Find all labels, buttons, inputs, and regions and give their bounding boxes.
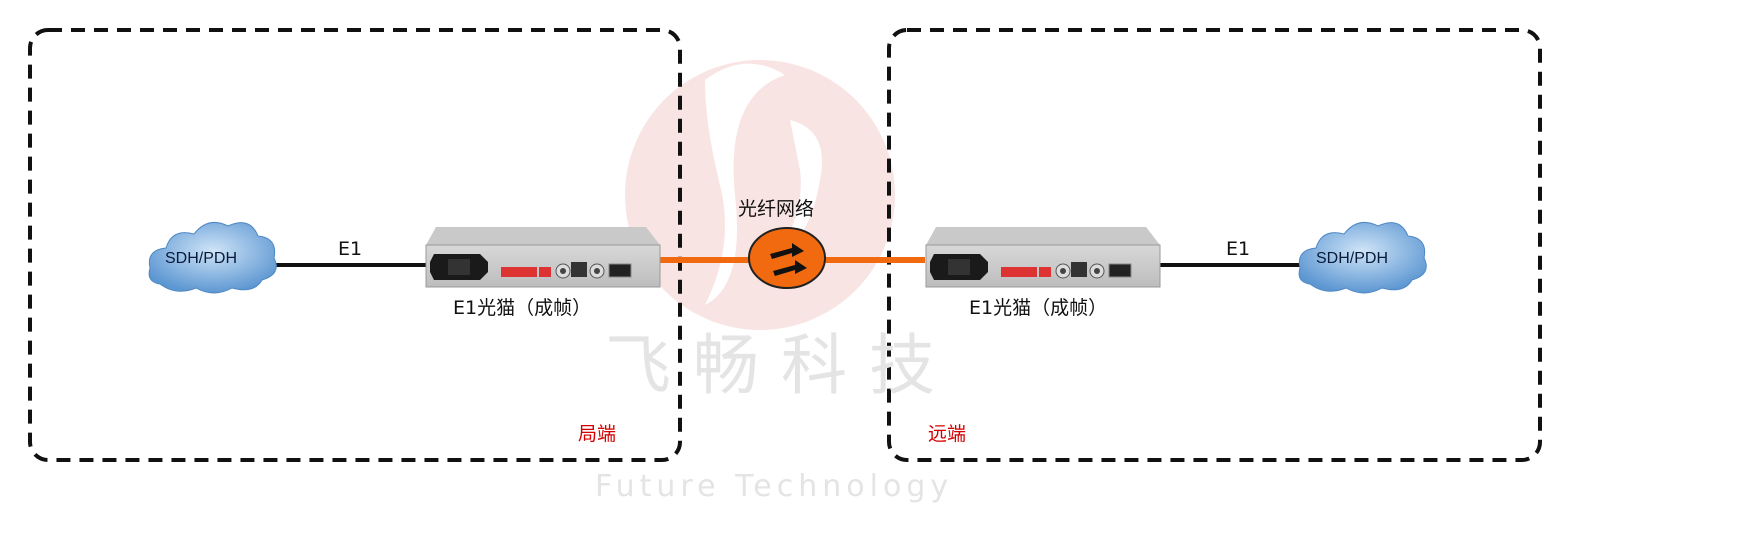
watermark-brand-en: Future Technology <box>595 469 954 504</box>
remote-site-label: 远端 <box>928 423 967 445</box>
watermark-logo <box>625 60 895 330</box>
local-site-label: 局端 <box>578 423 617 445</box>
right-cloud-label: SDH/PDH <box>1316 250 1389 267</box>
left-e1-modem-device <box>425 226 661 288</box>
watermark-brand-cn: 飞畅科技 <box>605 327 957 404</box>
right-e1-modem-device <box>925 226 1161 288</box>
right-device-label: E1光猫（成帧） <box>969 297 1108 319</box>
left-cloud-label: SDH/PDH <box>165 250 238 267</box>
fiber-network-label: 光纤网络 <box>738 198 815 220</box>
remote-site-boundary <box>887 28 1542 462</box>
left-link-label: E1 <box>338 238 363 260</box>
right-link-label: E1 <box>1226 238 1251 260</box>
left-device-label: E1光猫（成帧） <box>453 297 592 319</box>
local-site-boundary <box>28 28 682 462</box>
fiber-network-router-icon <box>748 227 826 289</box>
